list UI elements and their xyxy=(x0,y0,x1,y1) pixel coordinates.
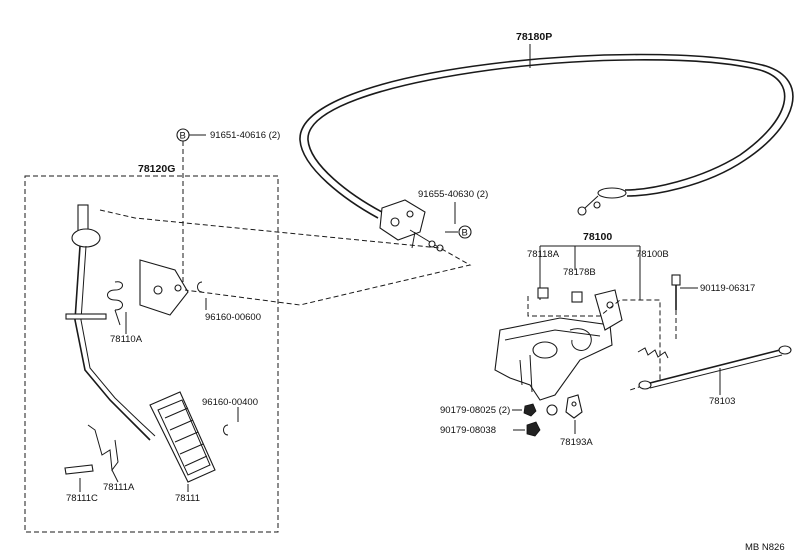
block-78118a xyxy=(537,287,549,299)
clip-top-label: 96160-00600 xyxy=(205,312,261,323)
accelerator-cable xyxy=(299,53,794,252)
nut-1-label: 90179-08038 xyxy=(440,425,496,436)
link-assy-label: 78100 xyxy=(583,231,612,243)
cable-label: 78180P xyxy=(516,31,552,43)
spring-78100b xyxy=(637,347,669,359)
clip-mid-label: 96160-00400 xyxy=(202,397,258,408)
svg-text:B: B xyxy=(180,131,186,142)
rod-78103 xyxy=(638,345,792,390)
link-mechanism xyxy=(494,289,623,416)
pedal-arm xyxy=(65,204,156,441)
b-marker-top: B xyxy=(176,128,190,142)
bracket-b-label: 78100B xyxy=(636,249,669,260)
nut-2-label: 90179-08025 (2) xyxy=(440,405,510,416)
lever-78193a xyxy=(565,394,583,419)
spring-78110a xyxy=(107,281,123,326)
nut-1 xyxy=(526,421,541,437)
spring-bottom-label: 78111A xyxy=(103,482,135,493)
bolt-right xyxy=(671,274,681,310)
footer-code: MB N826 xyxy=(745,542,785,553)
spring-b-label: 78178B xyxy=(563,267,596,278)
pedal-assembly-group-box xyxy=(24,175,279,533)
block-78178b xyxy=(571,291,583,303)
bolt-mid-label: 91655-40630 (2) xyxy=(418,189,488,200)
svg-text:B: B xyxy=(462,228,468,239)
pedal-pad xyxy=(149,391,216,483)
pedal-bracket xyxy=(139,259,189,316)
lever-label: 78193A xyxy=(560,437,593,448)
bolt-top-label: 91651-40616 (2) xyxy=(210,130,280,141)
spring-78111a xyxy=(87,424,119,472)
spring-a-label: 78110A xyxy=(110,334,143,345)
pedal-assy-label: 78120G xyxy=(138,163,175,175)
b-marker-mid: B xyxy=(458,225,472,239)
pin-label: 78111C xyxy=(66,493,98,504)
bolt-right-label: 90119-06317 xyxy=(700,283,755,294)
nut-2 xyxy=(523,403,537,417)
pad-label: 78111 xyxy=(175,493,200,504)
bracket-a-label: 78118A xyxy=(527,249,560,260)
pin-78111c xyxy=(64,464,94,475)
rod-label: 78103 xyxy=(709,396,735,407)
